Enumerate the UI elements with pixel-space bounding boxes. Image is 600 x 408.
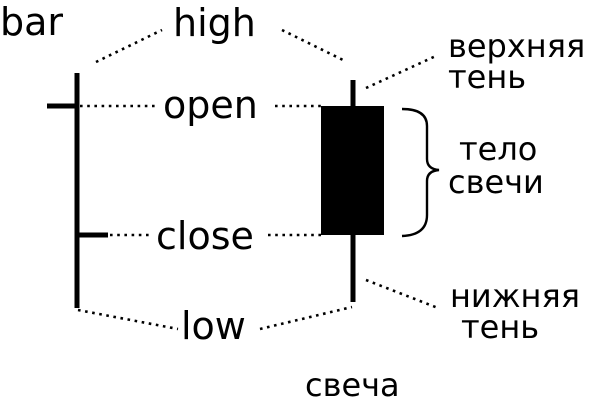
label-body-line2: свечи	[448, 163, 544, 201]
label-close: close	[156, 214, 254, 258]
label-upper-shadow-line2: тень	[448, 58, 526, 96]
candlestick	[321, 80, 384, 302]
ohlc-bar	[47, 73, 108, 308]
candle-body	[321, 106, 384, 235]
leader-low-left	[77, 308, 179, 331]
label-candle: свеча	[305, 366, 400, 404]
leader-upper-shadow	[365, 53, 439, 90]
leader-high-right	[281, 28, 344, 62]
label-open: open	[163, 83, 258, 127]
leader-low-right	[259, 305, 353, 331]
leader-lower-shadow	[365, 278, 439, 310]
label-lower-shadow-line2: тень	[461, 308, 539, 346]
label-upper-shadow-line1: верхняя	[448, 27, 585, 65]
leader-lines	[77, 28, 439, 331]
label-low: low	[181, 304, 246, 348]
label-bar: bar	[0, 0, 63, 44]
body-curly-brace	[401, 107, 440, 238]
leader-high-left	[95, 28, 163, 64]
label-body-line1: тело	[459, 130, 537, 168]
label-high: high	[173, 1, 256, 45]
label-lower-shadow-line1: нижняя	[450, 277, 580, 315]
